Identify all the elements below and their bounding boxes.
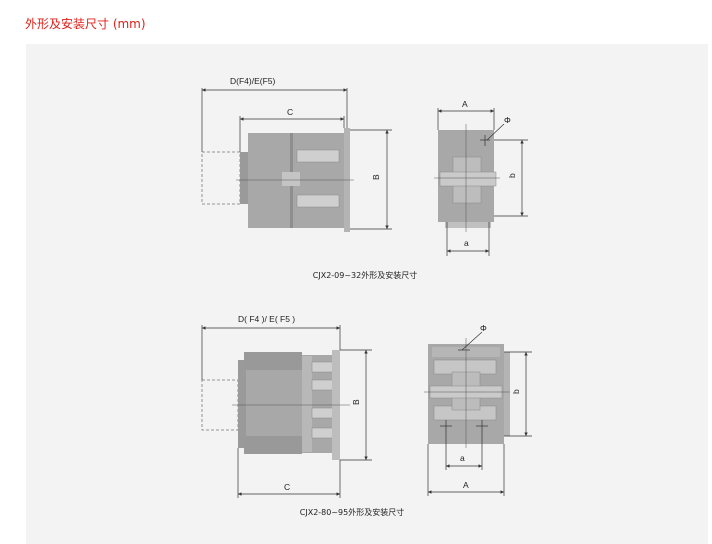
fig2-front-dimensions	[427, 331, 532, 496]
fig1-side-view	[201, 128, 354, 232]
fig1-front-dimensions	[437, 108, 528, 256]
fig2-label-d: D( F4 )/ E( F5 )	[238, 314, 295, 324]
fig2-side-view	[201, 350, 350, 460]
fig1-label-d: D(F4)/E(F5)	[230, 76, 276, 86]
fig2-label-b-side: B	[351, 399, 361, 405]
fig2-label-b-small: b	[511, 389, 521, 394]
fig1-label-b-side: B	[371, 174, 381, 180]
fig1-label-phi: Φ	[504, 115, 511, 125]
fig1-front-view	[434, 124, 500, 232]
fig2-front-view	[424, 338, 510, 448]
fig2-label-a-small: a	[460, 453, 465, 463]
fig1-label-b-small: b	[507, 173, 517, 178]
fig1-label-a-top: A	[462, 99, 468, 109]
page-title: 外形及安装尺寸 (mm)	[25, 17, 146, 31]
fig2-label-phi: Φ	[480, 323, 487, 333]
fig1-label-c: C	[287, 107, 293, 117]
fig1-label-a-small: a	[464, 238, 469, 248]
fig2-label-a-bottom: A	[463, 480, 469, 490]
fig1-caption: CJX2-09~32外形及安装尺寸	[313, 270, 417, 280]
fig2-side-dimensions	[201, 325, 372, 498]
fig2-caption: CJX2-80~95外形及安装尺寸	[300, 507, 404, 517]
fig2-label-c: C	[284, 482, 290, 492]
drawing-panel	[26, 44, 708, 544]
fig1-side-dimensions	[201, 88, 392, 230]
